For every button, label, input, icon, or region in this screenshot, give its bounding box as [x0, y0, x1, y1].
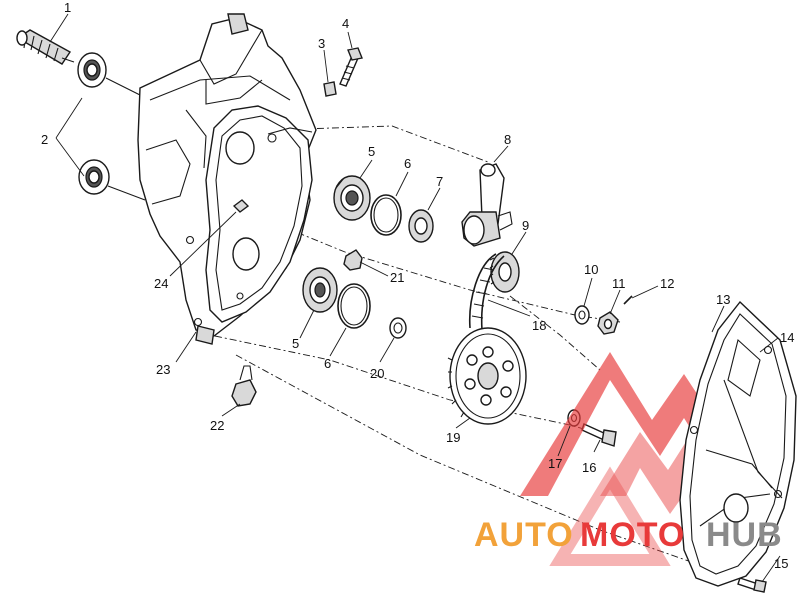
callout-leaders [49, 13, 781, 583]
callout-18: 18 [532, 318, 546, 333]
watermark-text-moto: MOTO [580, 516, 685, 554]
part-16-bolt [581, 423, 617, 447]
part-6-oring-upper [370, 194, 402, 236]
callout-21: 21 [390, 270, 404, 285]
part-3-nut [323, 81, 337, 97]
callout-11: 11 [612, 276, 626, 291]
part-13-14-chaincase-cover [679, 300, 797, 587]
callout-1: 1 [64, 0, 71, 15]
callout-24: 24 [154, 276, 168, 291]
part-12-pin [623, 295, 633, 305]
part-22-bolt [231, 365, 257, 407]
callout-6-upper: 6 [404, 156, 411, 171]
part-19-lower-sprocket [447, 327, 527, 425]
callout-5-lower: 5 [292, 336, 299, 351]
callout-9: 9 [522, 218, 529, 233]
callout-6-lower: 6 [324, 356, 331, 371]
callout-17: 17 [548, 456, 562, 471]
part-1-splined-shaft [16, 29, 75, 65]
part-4-bolt [339, 47, 363, 87]
watermark-text-hub: HUB [706, 516, 783, 554]
callout-4: 4 [342, 16, 349, 31]
callout-19: 19 [446, 430, 460, 445]
part-20-washer [389, 317, 407, 339]
callout-23: 23 [156, 362, 170, 377]
callout-10: 10 [584, 262, 598, 277]
watermark-text-auto: AUTO [474, 516, 574, 554]
callout-20: 20 [370, 366, 384, 381]
callout-7: 7 [436, 174, 443, 189]
part-5-bearing-upper [333, 175, 371, 221]
callout-16: 16 [582, 460, 596, 475]
watermark-text: AUTO MOTO HUB [474, 516, 783, 554]
part-11-nut [597, 311, 619, 335]
callout-15: 15 [774, 556, 788, 571]
part-24-stud [232, 199, 250, 213]
part-9-upper-sprocket [489, 251, 520, 293]
part-2-oil-seals [77, 52, 146, 201]
callout-labels: 1 2 3 4 5 5 6 6 7 8 9 10 11 12 13 14 15 … [41, 0, 794, 571]
part-18-drive-chain [468, 253, 505, 331]
part-6-oring-lower [337, 283, 371, 329]
part-15-screw [737, 577, 767, 593]
callout-13: 13 [716, 292, 730, 307]
part-5-bearing-lower [302, 267, 338, 313]
callout-3: 3 [318, 36, 325, 51]
part-10-washer [574, 305, 590, 325]
part-21-nut [343, 249, 363, 271]
callout-12: 12 [660, 276, 674, 291]
callout-8: 8 [504, 132, 511, 147]
callout-22: 22 [210, 418, 224, 433]
callout-5-upper: 5 [368, 144, 375, 159]
callout-14: 14 [780, 330, 794, 345]
chaincase-housing [137, 13, 317, 345]
part-8-tensioner-arm [461, 163, 513, 247]
part-7-spacer [408, 209, 434, 243]
callout-2: 2 [41, 132, 48, 147]
